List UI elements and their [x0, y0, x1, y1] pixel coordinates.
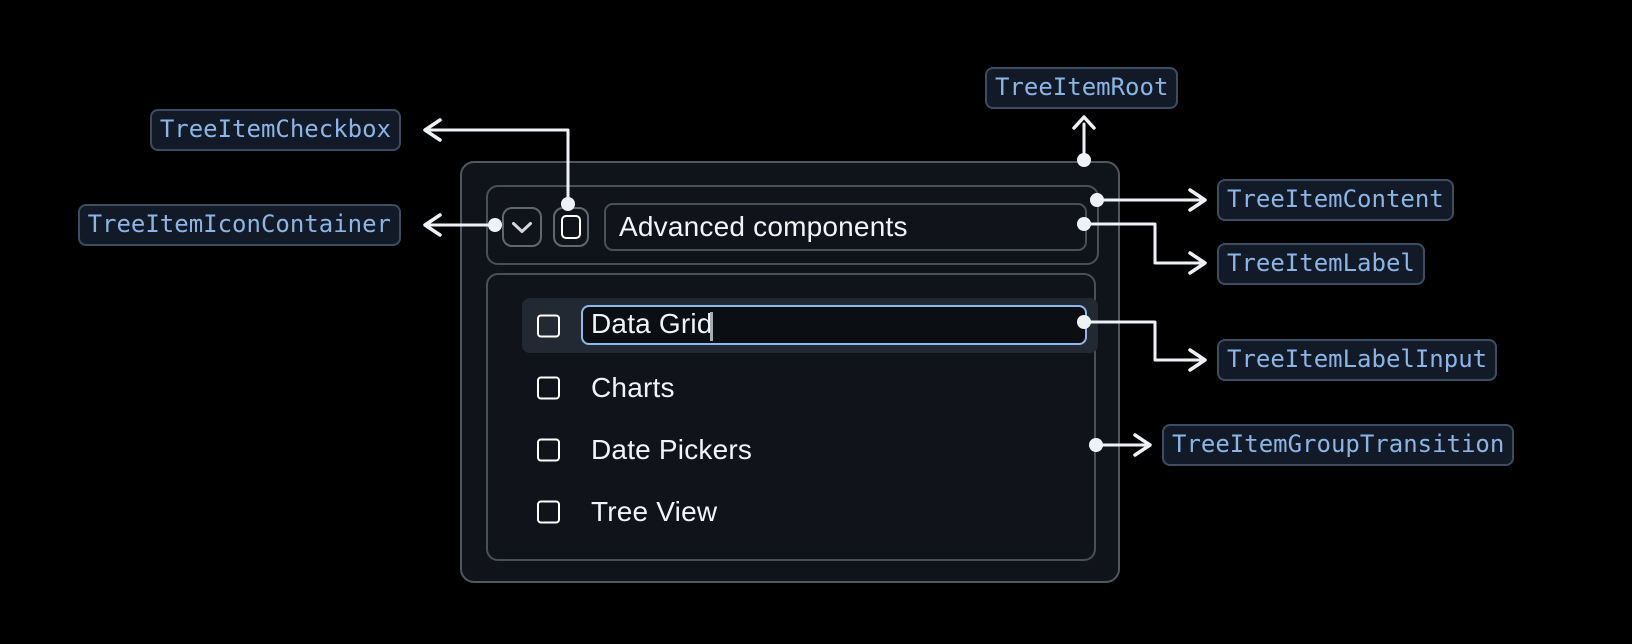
arrowhead-right	[1188, 348, 1207, 372]
checkbox-unchecked-icon[interactable]	[537, 438, 560, 461]
checkbox-unchecked-icon[interactable]	[537, 314, 560, 337]
annotation-tree-item-icon-container: TreeItemIconContainer	[77, 204, 401, 246]
arrowhead-right	[1188, 188, 1207, 212]
arrowhead-right	[1133, 433, 1152, 457]
arrowhead-right	[1188, 251, 1207, 275]
arrowhead-up	[1072, 115, 1096, 130]
annotation-tree-item-content: TreeItemContent	[1217, 179, 1454, 221]
tree-row-label: Date Pickers	[591, 433, 753, 465]
checkbox-unchecked-icon[interactable]	[537, 376, 560, 399]
annotation-tree-item-checkbox: TreeItemCheckbox	[149, 109, 401, 151]
tree-item-checkbox[interactable]	[553, 207, 589, 247]
annotation-tree-item-group-transition: TreeItemGroupTransition	[1162, 424, 1515, 466]
tree-row-label: Charts	[591, 371, 675, 403]
text-caret	[710, 312, 713, 341]
tree-item-icon-container[interactable]	[502, 207, 542, 247]
annotation-tree-item-label: TreeItemLabel	[1217, 243, 1425, 285]
tree-item-group-transition: Charts Date Pickers Tree View	[486, 273, 1098, 561]
arrowhead-left	[423, 213, 442, 237]
tree-item-label[interactable]: Advanced components	[604, 203, 1087, 251]
arrowhead-left	[423, 118, 442, 142]
annotation-tree-item-label-input: TreeItemLabelInput	[1217, 339, 1498, 381]
checkbox-unchecked-icon[interactable]	[537, 500, 560, 523]
tree-item-content[interactable]: Advanced components	[486, 185, 1099, 265]
annotation-tree-item-root: TreeItemRoot	[985, 67, 1179, 109]
tree-row-label: Tree View	[591, 495, 718, 527]
tree-item-label-input[interactable]	[581, 305, 1087, 345]
tree-row[interactable]: Charts	[522, 360, 1098, 415]
tree-item-root: Advanced components Charts Date Pickers …	[460, 161, 1120, 583]
tree-row[interactable]: Date Pickers	[522, 422, 1098, 477]
checkbox-unchecked-icon	[561, 215, 581, 239]
chevron-down-icon	[511, 221, 533, 234]
tree-item-label-text: Advanced components	[619, 211, 908, 242]
tree-row[interactable]: Tree View	[522, 484, 1098, 539]
tree-row-editing[interactable]	[522, 298, 1098, 353]
